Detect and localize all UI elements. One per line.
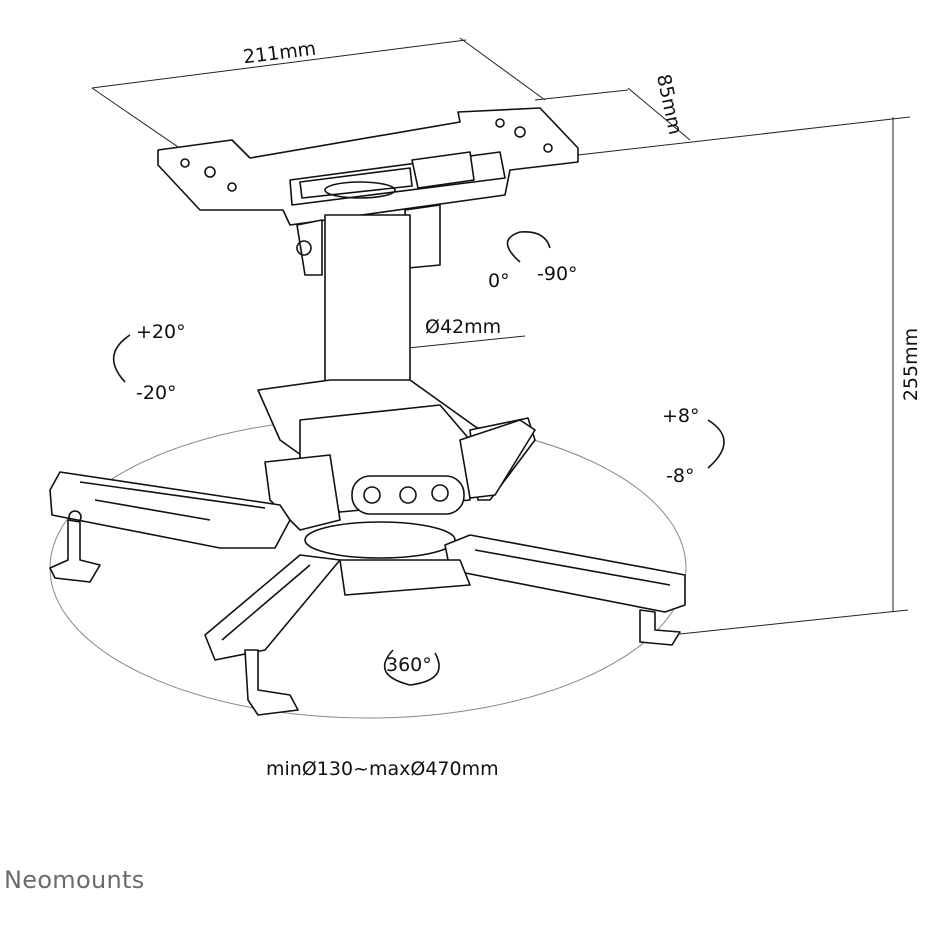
mount-arms bbox=[49, 419, 686, 716]
height-extension-top bbox=[577, 116, 911, 156]
tube-diameter-label: Ø42mm bbox=[425, 316, 502, 338]
arm-back bbox=[459, 419, 536, 499]
brand-logo: Neomounts bbox=[4, 866, 145, 894]
rotation-arrows bbox=[112, 231, 725, 686]
tilt-minus-label: -20° bbox=[136, 382, 177, 404]
width-dimension-line bbox=[91, 39, 467, 89]
roll-minus-label: -8° bbox=[666, 465, 695, 487]
ceiling-plate bbox=[157, 107, 579, 276]
tilt-plus-label: +20° bbox=[136, 321, 186, 343]
roll-arrow-icon bbox=[707, 419, 725, 469]
height-label: 255mm bbox=[900, 327, 923, 402]
depth-extension bbox=[534, 89, 629, 101]
swivel-end-label: -90° bbox=[537, 263, 578, 285]
roll-plus-label: +8° bbox=[662, 405, 700, 427]
tilt-arrow-icon bbox=[112, 334, 131, 383]
arm-range-label: minØ130~maxØ470mm bbox=[266, 758, 499, 780]
rotation-360-label: 360° bbox=[386, 654, 432, 676]
swivel-start-label: 0° bbox=[488, 270, 510, 292]
rotate-360-arrow-icon bbox=[383, 649, 440, 686]
width-extension-right bbox=[459, 37, 546, 101]
extension-column bbox=[324, 214, 411, 396]
height-extension-bottom bbox=[679, 609, 909, 635]
dimension-lines bbox=[91, 37, 911, 635]
swivel-arrow-icon bbox=[506, 231, 551, 263]
depth-dimension-line bbox=[627, 87, 691, 141]
arm-right bbox=[444, 534, 686, 613]
arm-front bbox=[204, 554, 341, 661]
